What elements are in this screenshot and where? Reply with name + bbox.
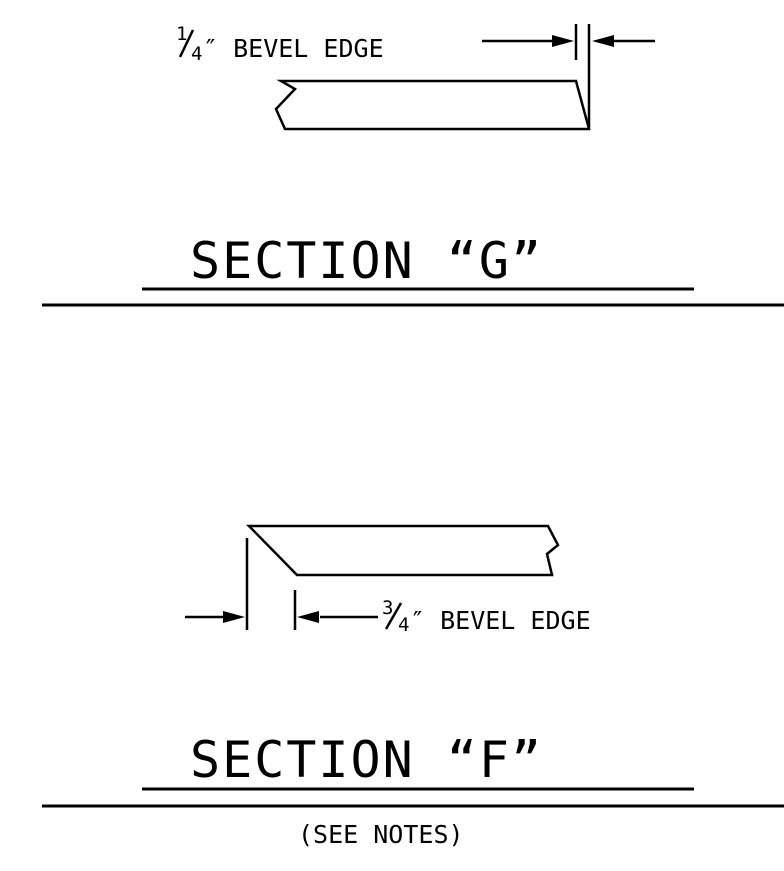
section-f-plate-profile	[246, 524, 560, 577]
section-f-fraction-denominator: 4	[398, 614, 409, 636]
see-notes-label: (SEE NOTES)	[298, 820, 464, 849]
section-g-title: SECTION “G”	[190, 232, 543, 290]
section-f-arrow-left-icon	[297, 611, 319, 623]
section-g-fraction: 1 4	[176, 23, 202, 65]
section-g-fraction-slash	[178, 29, 195, 58]
section-f-fraction-numerator: 3	[382, 597, 393, 619]
section-f-fraction-slash	[384, 602, 403, 630]
section-g-arrow-right-icon	[592, 35, 614, 47]
section-g-fraction-numerator: 1	[176, 23, 187, 45]
section-g-plate-profile	[274, 79, 591, 131]
section-g-arrow-left-icon	[552, 35, 574, 47]
section-f-title: SECTION “F”	[190, 731, 543, 789]
section-g-detail: 1 4 ″ BEVEL EDGE SECTION “G”	[142, 23, 694, 291]
section-f-callout-label: ″ BEVEL EDGE	[410, 606, 591, 635]
section-f-fraction: 3 4	[382, 597, 409, 636]
section-g-fraction-denominator: 4	[191, 43, 202, 65]
section-f-detail: 3 4 ″ BEVEL EDGE SECTION “F”	[142, 524, 694, 791]
section-g-callout-label: ″ BEVEL EDGE	[203, 34, 384, 63]
section-f-arrow-right-icon	[223, 611, 245, 623]
